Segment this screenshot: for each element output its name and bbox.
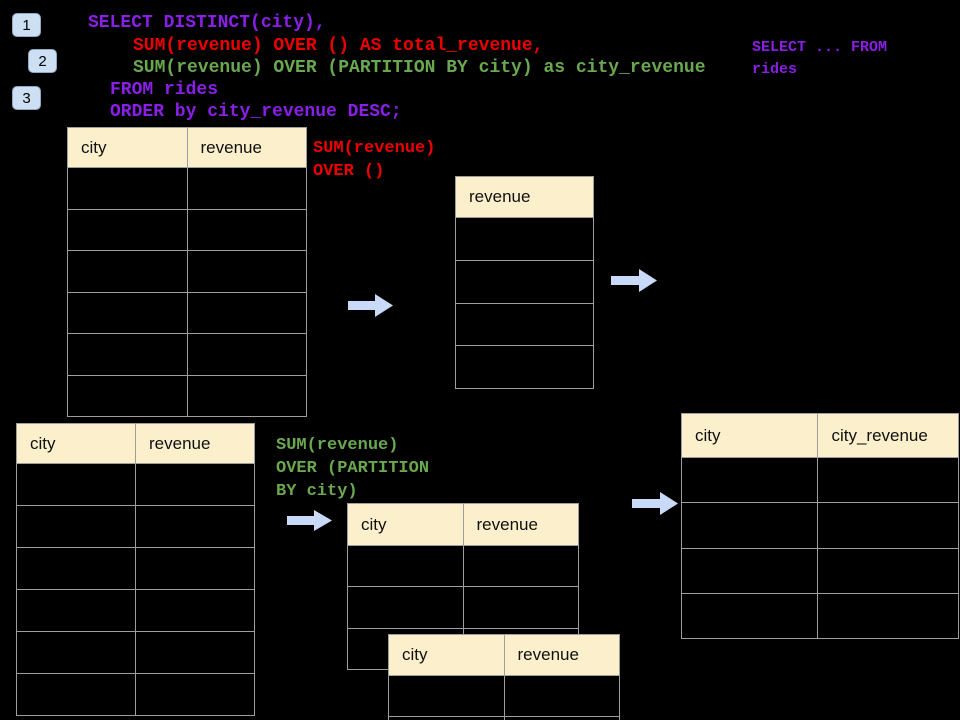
column-header-city: city xyxy=(348,504,463,545)
column-header-city: city xyxy=(17,424,135,463)
table-partition-front: city revenue xyxy=(388,634,620,720)
empty-cell xyxy=(389,676,504,716)
empty-cell xyxy=(136,548,254,589)
step-badge-3: 3 xyxy=(12,86,41,110)
empty-cell xyxy=(818,503,958,548)
sql-line-city-revenue: SUM(revenue) OVER (PARTITION BY city) as… xyxy=(133,58,706,78)
empty-cell xyxy=(68,375,187,416)
empty-cell xyxy=(389,716,504,720)
empty-cell xyxy=(818,593,958,638)
column-header-revenue: revenue xyxy=(504,635,619,675)
empty-cell xyxy=(17,590,135,631)
empty-cell xyxy=(136,464,254,505)
empty-cell xyxy=(682,503,818,548)
empty-cell xyxy=(463,546,578,587)
column-header-revenue: revenue xyxy=(187,128,306,167)
empty-cell xyxy=(68,334,187,375)
total-revenue-annotation: SUM(revenue) OVER () xyxy=(313,139,436,181)
empty-cell xyxy=(17,632,135,673)
empty-cell xyxy=(187,292,306,333)
table-source-bottom: city revenue xyxy=(16,423,255,716)
table-result-right: city city_revenue xyxy=(681,413,959,639)
table-source-top: city revenue xyxy=(67,127,307,417)
empty-cell xyxy=(68,251,187,292)
empty-cell xyxy=(136,632,254,673)
empty-cell xyxy=(456,260,593,303)
empty-cell xyxy=(463,587,578,628)
empty-cell xyxy=(348,546,463,587)
right-arrow-icon xyxy=(287,510,332,531)
empty-cell xyxy=(68,209,187,250)
empty-cell xyxy=(136,590,254,631)
empty-cell xyxy=(187,168,306,209)
empty-cell xyxy=(682,593,818,638)
empty-cell xyxy=(68,168,187,209)
empty-cell xyxy=(682,548,818,593)
partition-annotation: SUM(revenue) OVER (PARTITION BY city) xyxy=(276,436,430,501)
empty-cell xyxy=(17,464,135,505)
sql-line-order-by: ORDER by city_revenue DESC; xyxy=(110,102,402,122)
column-header-city: city xyxy=(389,635,504,675)
empty-cell xyxy=(17,506,135,547)
right-arrow-icon xyxy=(611,269,657,292)
right-arrow-icon xyxy=(632,492,678,515)
table-partition-mid: city revenue xyxy=(347,503,579,670)
empty-cell xyxy=(456,346,593,388)
empty-cell xyxy=(187,334,306,375)
sql-line-select: SELECT DISTINCT(city), xyxy=(88,13,326,33)
empty-cell xyxy=(504,676,619,716)
column-header-revenue: revenue xyxy=(136,424,254,463)
empty-cell xyxy=(456,218,593,260)
step-badge-1: 1 xyxy=(12,13,41,37)
empty-cell xyxy=(818,548,958,593)
empty-cell xyxy=(504,716,619,720)
column-header-revenue: revenue xyxy=(463,504,578,545)
empty-cell xyxy=(17,548,135,589)
column-header-city: city xyxy=(68,128,187,167)
empty-cell xyxy=(68,292,187,333)
empty-cell xyxy=(187,251,306,292)
side-note-line1: SELECT ... FROM xyxy=(752,39,888,56)
empty-cell xyxy=(818,458,958,503)
table-revenue-only: revenue xyxy=(455,176,594,389)
sql-line-total-revenue: SUM(revenue) OVER () AS total_revenue, xyxy=(133,36,544,56)
empty-cell xyxy=(136,674,254,715)
empty-cell xyxy=(17,674,135,715)
right-arrow-icon xyxy=(348,294,393,317)
side-note-line2: rides xyxy=(752,61,798,78)
column-header-city-revenue: city_revenue xyxy=(818,414,958,457)
empty-cell xyxy=(136,506,254,547)
empty-cell xyxy=(682,458,818,503)
empty-cell xyxy=(187,375,306,416)
empty-cell xyxy=(348,587,463,628)
empty-cell xyxy=(187,209,306,250)
empty-cell xyxy=(456,303,593,346)
side-note: SELECT ... FROM rides xyxy=(752,37,887,81)
step-badge-2: 2 xyxy=(28,49,57,73)
column-header-city: city xyxy=(682,414,818,457)
column-header-revenue: revenue xyxy=(456,177,593,217)
sql-line-from: FROM rides xyxy=(110,80,219,100)
